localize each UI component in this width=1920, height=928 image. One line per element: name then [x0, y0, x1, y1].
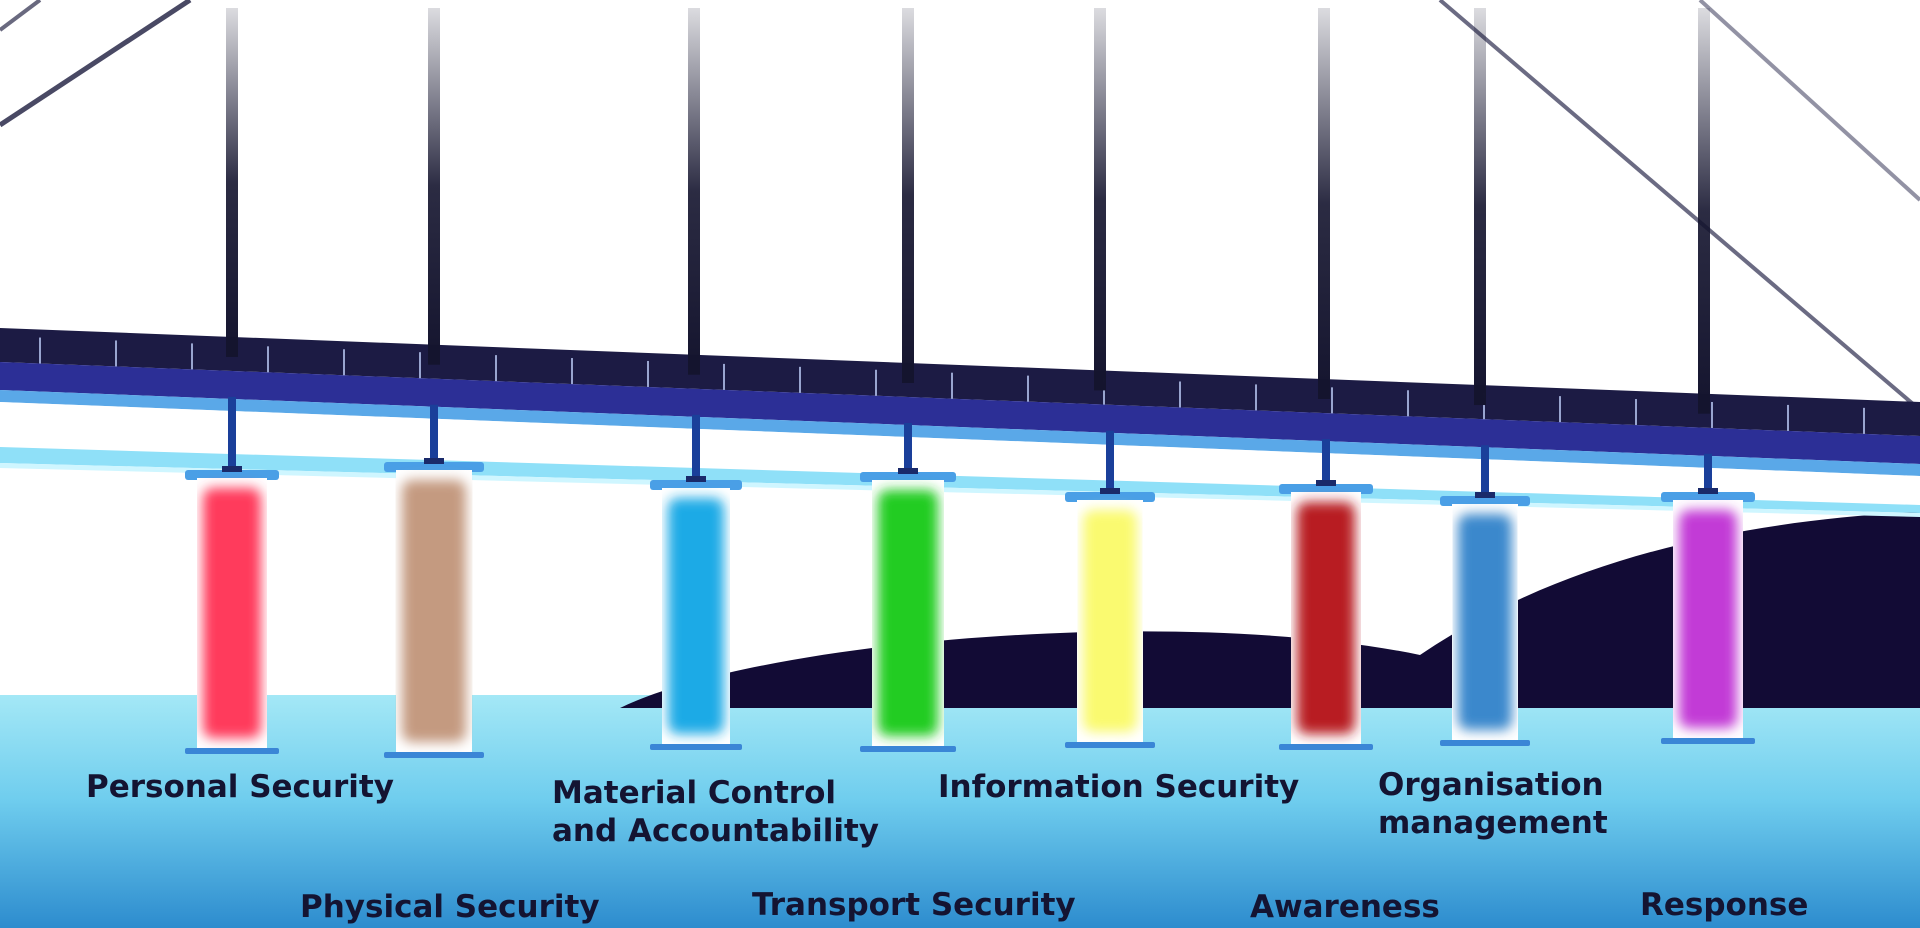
hanger-cable	[1474, 8, 1486, 406]
pillar-label: Organisation management	[1378, 767, 1608, 841]
hanger-cables	[226, 8, 1710, 414]
ground	[0, 695, 1920, 928]
pillar-label: Personal Security	[86, 769, 394, 805]
pillar-label: Physical Security	[300, 889, 600, 925]
hanger-cable	[1318, 8, 1330, 400]
pillar	[384, 404, 484, 758]
pillar	[860, 422, 956, 752]
hanger-cable	[226, 8, 238, 357]
hanger-cable	[902, 8, 914, 383]
hanger-cable	[428, 8, 440, 365]
pillar	[1661, 453, 1755, 744]
pillar	[1279, 439, 1373, 750]
pillar-label: Information Security	[938, 769, 1300, 805]
pillar-label: Material Control and Accountability	[552, 775, 879, 849]
hanger-cable	[688, 8, 700, 375]
hanger-cable	[1094, 8, 1106, 391]
pillar-label: Awareness	[1250, 889, 1440, 925]
hanger-cable	[1698, 8, 1710, 414]
pillar	[650, 414, 742, 750]
pillar	[1440, 445, 1530, 746]
pillar-label: Response	[1640, 887, 1809, 923]
dark-hill	[620, 512, 1920, 708]
pillar	[185, 396, 279, 754]
bridge-deck	[0, 328, 1920, 517]
diagonal-cables	[0, 0, 1920, 412]
pillar	[1065, 430, 1155, 748]
pillar-label: Transport Security	[752, 887, 1076, 923]
